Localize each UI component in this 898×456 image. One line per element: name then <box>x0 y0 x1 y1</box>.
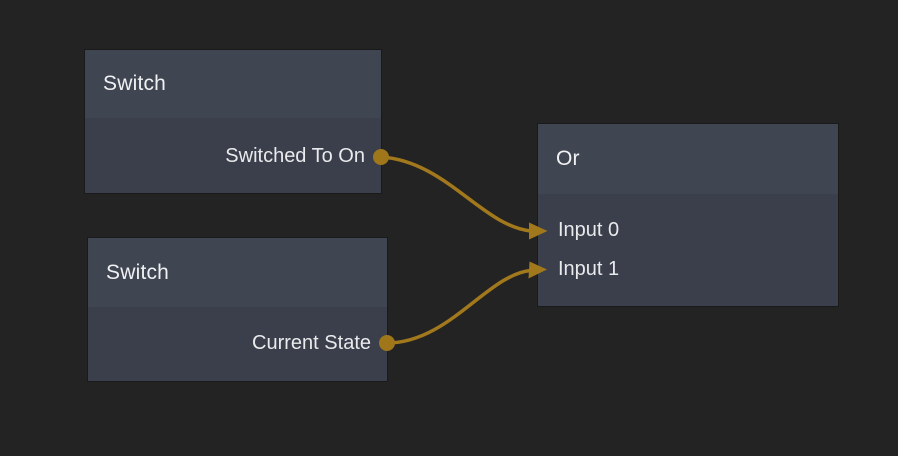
node-title: Switch <box>103 72 167 95</box>
connection-wire-2[interactable] <box>385 268 533 345</box>
port-label: Current State <box>252 332 371 354</box>
node-or-1-body: Input 0 Input 1 <box>538 194 838 306</box>
node-title: Switch <box>106 260 170 284</box>
node-or-1[interactable]: Or Input 0 Input 1 <box>538 124 838 306</box>
node-switch-2[interactable]: Switch Current State <box>88 238 387 381</box>
input-port-input-0[interactable]: Input 0 <box>538 211 838 250</box>
port-label: Input 1 <box>558 258 620 280</box>
input-port-input-1[interactable]: Input 1 <box>538 250 838 289</box>
connection-wire-1[interactable] <box>379 155 533 233</box>
node-or-1-titlebar[interactable]: Or <box>538 124 838 194</box>
input-arrowhead-1[interactable] <box>529 222 548 240</box>
node-switch-2-titlebar[interactable]: Switch <box>88 238 387 307</box>
node-title: Or <box>556 147 580 170</box>
node-switch-1-titlebar[interactable]: Switch <box>85 50 381 118</box>
input-arrowhead-2[interactable] <box>528 261 548 279</box>
port-label: Input 0 <box>558 219 620 241</box>
port-label: Switched To On <box>225 145 365 167</box>
output-dot-switched-to-on[interactable] <box>373 149 389 165</box>
node-switch-2-body: Current State <box>88 307 387 381</box>
output-port-switched-to-on[interactable]: Switched To On <box>85 137 381 176</box>
output-dot-current-state[interactable] <box>379 335 395 351</box>
output-port-current-state[interactable]: Current State <box>88 324 387 363</box>
node-switch-1[interactable]: Switch Switched To On <box>85 50 381 193</box>
node-switch-1-body: Switched To On <box>85 118 381 193</box>
